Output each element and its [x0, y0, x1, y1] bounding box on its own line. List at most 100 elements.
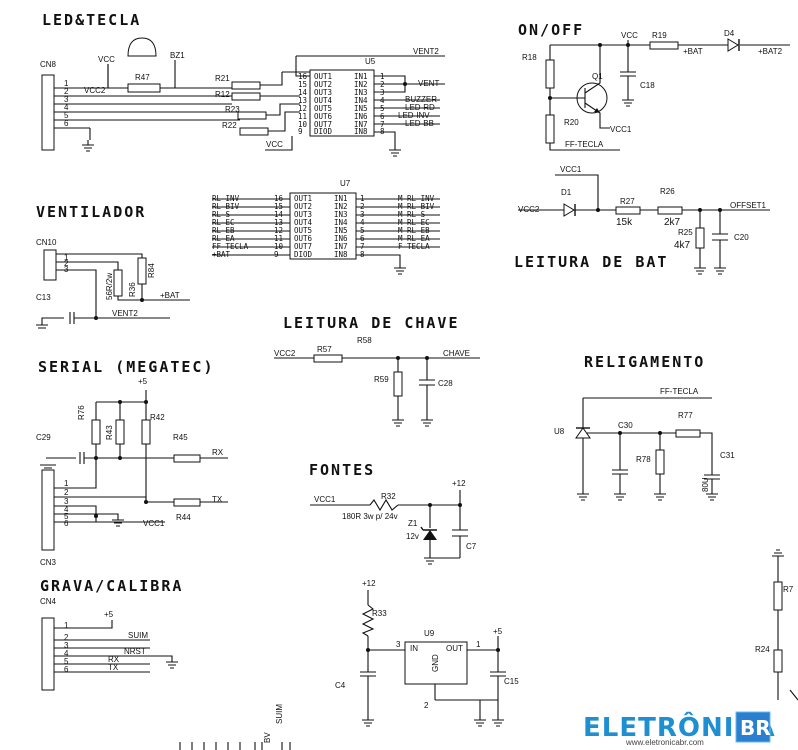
r77-resistor — [675, 429, 701, 438]
vcc-bottom-label: VCC — [266, 140, 283, 149]
u7-out-label: OUT6 — [294, 234, 313, 243]
led-bb-label: LED-BB — [405, 119, 434, 128]
u7-out-label: OUT4 — [294, 218, 313, 227]
c7-label: C7 — [466, 542, 477, 551]
cn3-label: CN3 — [40, 558, 57, 567]
c20-label: C20 — [734, 233, 749, 242]
led-inv-label: LED-INV — [398, 111, 430, 120]
r45-label: R45 — [173, 433, 188, 442]
right-edge-block: R7 R24 — [755, 549, 798, 701]
r21-resistor — [231, 81, 261, 90]
bottom-bv-label: BV — [263, 732, 272, 743]
nrst-label: NRST — [124, 647, 146, 656]
u5-chip — [309, 69, 375, 137]
bat2-label: +BAT2 — [758, 47, 783, 56]
r24-resistor — [773, 649, 783, 673]
title-fontes: FONTES — [309, 461, 375, 479]
r45-resistor — [173, 454, 201, 463]
svg-text:IN5: IN5 — [354, 104, 368, 113]
svg-text:4: 4 — [64, 649, 69, 658]
r7-label: R7 — [783, 585, 794, 594]
r20-resistor — [545, 114, 555, 144]
serial-vcc1-label: VCC1 — [143, 519, 165, 528]
r32-value: 180R 3w p/ 24v — [342, 512, 398, 521]
svg-text:11: 11 — [298, 112, 307, 121]
r12-label: R12 — [215, 90, 230, 99]
svg-text:6: 6 — [64, 519, 69, 528]
svg-text:OUT1: OUT1 — [314, 72, 332, 81]
r22-label: R22 — [222, 121, 237, 130]
bat-label: +BAT — [683, 47, 703, 56]
title-led-tecla: LED&TECLA — [42, 11, 141, 29]
cn3-connector — [41, 469, 55, 551]
r36-value: 56R/2w — [105, 273, 114, 300]
r36-label: R36 — [128, 282, 137, 297]
r23-resistor — [237, 111, 267, 120]
u7-in-label: IN6 — [334, 234, 348, 243]
cn8-label: CN8 — [40, 60, 57, 69]
grava-rx-label: RX — [108, 655, 120, 664]
bottom-edge-labels: BV SUIM — [179, 704, 291, 750]
c31-value: 80U — [701, 477, 710, 492]
u9-gnd-label: GND — [431, 654, 440, 672]
svg-text:1: 1 — [64, 79, 69, 88]
u7-out-label: DIOD — [294, 250, 313, 259]
on-off-block: VCC R18 R19 +BAT D4 +BAT2 Q1 R20 FF-TECL… — [522, 29, 790, 151]
r26-label: R26 — [660, 187, 675, 196]
r47-resistor — [127, 83, 161, 93]
svg-text:OUT2: OUT2 — [314, 80, 332, 89]
title-serial: SERIAL (MEGATEC) — [38, 358, 215, 376]
z1-zener — [423, 530, 437, 540]
u5-label: U5 — [365, 57, 376, 66]
cn3-pins: 1 2 3 4 5 6 — [64, 479, 69, 528]
grava-p5-label: +5 — [104, 610, 114, 619]
u7-in-label: IN5 — [334, 226, 348, 235]
title-religamento: RELIGAMENTO — [584, 353, 705, 371]
r12-resistor — [231, 92, 261, 101]
r18-label: R18 — [522, 53, 537, 62]
chave-vcc2-label: VCC2 — [274, 349, 296, 358]
r76-resistor — [91, 419, 101, 445]
c4-label: C4 — [335, 681, 346, 690]
vent-bat-label: +BAT — [160, 291, 180, 300]
grava-block: CN4 1 2 3 4 5 6 +5 SUIM NRST RX TX — [40, 597, 178, 691]
svg-text:9: 9 — [298, 127, 303, 136]
svg-text:15: 15 — [298, 80, 307, 89]
u7-in-label: IN1 — [334, 194, 348, 203]
svg-text:3: 3 — [64, 95, 69, 104]
u7-out-label: OUT5 — [294, 226, 312, 235]
r19-label: R19 — [652, 31, 667, 40]
z1-label: Z1 — [408, 519, 418, 528]
logo-br: BR — [740, 716, 771, 740]
r25-resistor — [695, 227, 705, 249]
leitura-chave-block: VCC2 R57 R58 CHAVE R59 C28 — [274, 336, 480, 427]
vent2-wire-label: VENT2 — [112, 309, 138, 318]
r26-resistor — [657, 206, 683, 215]
cn10-pin1: 1 — [64, 253, 69, 262]
fontes-block: +12 VCC1 R32 180R 3w p/ 24v Z1 12v C7 — [310, 479, 477, 565]
svg-text:2: 2 — [64, 633, 69, 642]
cn10-connector — [43, 249, 57, 281]
r7-resistor — [773, 581, 783, 611]
bz1-label: BZ1 — [170, 51, 185, 60]
r25-label: R25 — [678, 228, 693, 237]
r78-resistor — [655, 449, 665, 475]
reg-pin1-label: 1 — [476, 640, 481, 649]
onoff-vcc1-label: VCC1 — [610, 125, 632, 134]
title-ventilador: VENTILADOR — [36, 203, 146, 221]
svg-text:DIOD: DIOD — [314, 127, 333, 136]
serial-p5-label: +5 — [138, 377, 148, 386]
r44-resistor — [173, 498, 201, 507]
u9-out-label: OUT — [446, 644, 463, 653]
eletronicabr-logo: ELETRÔNICA BR www.eletronicabr.com — [583, 711, 775, 747]
vcc-label: VCC — [98, 55, 115, 64]
suim-label: SUIM — [128, 631, 148, 640]
reg-pin3-label: 3 — [396, 640, 401, 649]
u7-in-label: IN3 — [334, 210, 348, 219]
serial-rx-label: RX — [212, 448, 224, 457]
r26-value: 2k7 — [664, 217, 681, 228]
d4-diode — [727, 38, 739, 52]
reg-pin2-label: 2 — [424, 701, 429, 710]
svg-text:3: 3 — [64, 497, 69, 506]
r24-label: R24 — [755, 645, 770, 654]
